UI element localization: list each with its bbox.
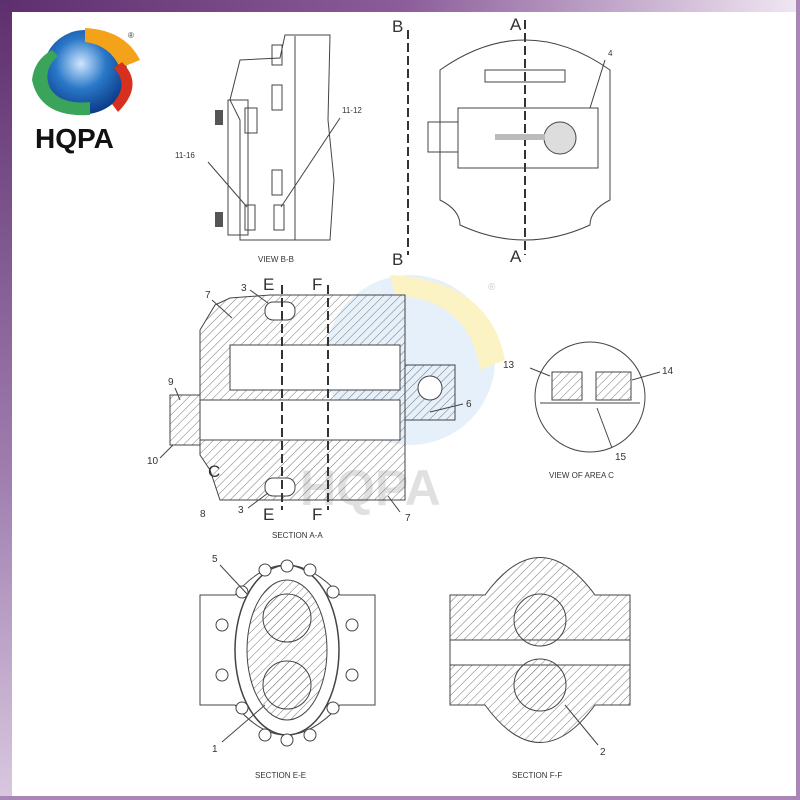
view-bb: 11-16 11-12 VIEW B-B — [175, 34, 362, 264]
label-7-top: 7 — [205, 290, 211, 301]
section-aa: E F E F C 7 3 9 10 8 3 7 6 SECTION A-A — [147, 275, 472, 540]
mark-a-top: A — [510, 15, 522, 34]
view-area-c: 13 14 15 VIEW OF AREA C — [503, 341, 674, 480]
label-11-16: 11-16 — [175, 151, 195, 160]
mark-e-bottom: E — [263, 505, 274, 524]
frame-bottom — [0, 796, 800, 800]
brand-name: HQPA — [35, 123, 114, 154]
mark-a-bottom: A — [510, 247, 522, 266]
mark-f-bottom: F — [312, 505, 322, 524]
caption-area-c: VIEW OF AREA C — [549, 471, 614, 480]
label-15: 15 — [615, 452, 627, 463]
label-2: 2 — [600, 747, 606, 758]
mark-b-bottom: B — [392, 250, 403, 269]
frame-right — [796, 0, 800, 800]
section-ff: 2 SECTION F-F — [449, 557, 631, 780]
label-11-12: 11-12 — [342, 106, 362, 115]
mark-c: C — [208, 462, 220, 481]
mark-f-top: F — [312, 275, 322, 294]
label-3-bottom: 3 — [238, 505, 244, 516]
view-top-right: B B A A 4 — [392, 15, 613, 269]
section-ee: 5 1 SECTION E-E — [199, 554, 376, 780]
caption-section-ee: SECTION E-E — [255, 771, 306, 780]
label-6: 6 — [466, 399, 472, 410]
brand-logo: ® HQPA — [32, 28, 140, 154]
registered-mark: ® — [128, 31, 134, 40]
watermark-registered: ® — [488, 282, 496, 293]
label-8: 8 — [200, 509, 206, 520]
caption-section-ff: SECTION F-F — [512, 771, 562, 780]
caption-view-bb: VIEW B-B — [258, 255, 294, 264]
label-1: 1 — [212, 744, 218, 755]
mark-e-top: E — [263, 275, 274, 294]
label-3-top: 3 — [241, 283, 247, 294]
frame-left — [0, 0, 12, 800]
mark-b-top: B — [392, 17, 403, 36]
frame-top — [0, 0, 800, 12]
label-14: 14 — [662, 366, 674, 377]
label-4: 4 — [608, 49, 613, 58]
label-5: 5 — [212, 554, 218, 565]
label-9: 9 — [168, 377, 174, 388]
label-7-bottom: 7 — [405, 513, 411, 524]
label-13: 13 — [503, 360, 515, 371]
label-10: 10 — [147, 456, 159, 467]
caption-section-aa: SECTION A-A — [272, 531, 323, 540]
